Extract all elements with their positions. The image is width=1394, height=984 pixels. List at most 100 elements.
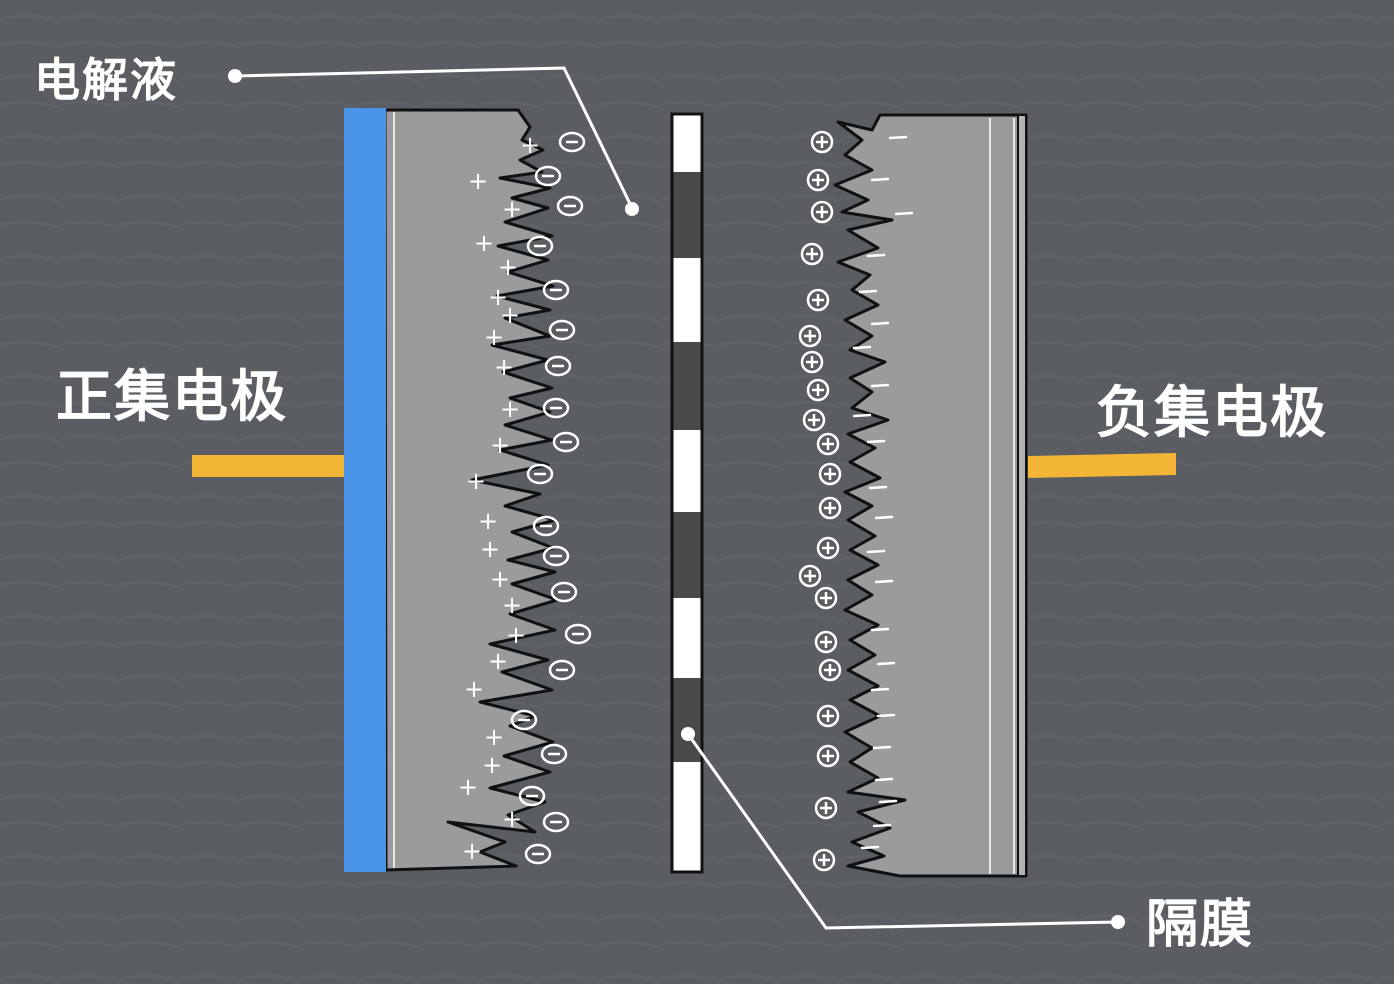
cation-mark: [798, 324, 822, 348]
minus-charge-mark: [866, 253, 886, 258]
plus-charge-mark: +: [500, 395, 520, 423]
separator-outline: [670, 112, 704, 874]
cation-mark: [816, 432, 840, 456]
anion-mark: [542, 397, 570, 419]
negative-electrode-edge-strip: [1017, 114, 1027, 877]
cation-mark: [810, 200, 834, 224]
minus-charge-mark: [888, 135, 908, 140]
separator-segment: [672, 172, 702, 258]
anion-mark: [532, 515, 560, 537]
minus-charge-mark: [852, 413, 872, 418]
minus-charge-mark: [866, 549, 886, 554]
separator-leader-dot-start: [681, 727, 695, 741]
anion-mark: [552, 431, 580, 453]
cation-mark: [802, 408, 826, 432]
separator-segment: [672, 512, 702, 598]
plus-charge-mark: +: [490, 565, 510, 593]
cation-mark: [806, 288, 830, 312]
anion-mark: [548, 319, 576, 341]
plus-charge-mark: +: [502, 591, 522, 619]
anion-mark: [548, 659, 576, 681]
cation-mark: [806, 378, 830, 402]
electrolyte-leader-dot-end: [625, 202, 639, 216]
positive-collector-label: 正集电极: [56, 365, 288, 430]
positive-collector-plate: [344, 108, 386, 872]
negative-collector-label: 负集电极: [1096, 381, 1328, 446]
anion-mark: [534, 165, 562, 187]
anion-mark: [510, 709, 538, 731]
anion-mark: [558, 131, 586, 153]
minus-charge-mark: [870, 321, 890, 326]
positive-electrode: [383, 108, 559, 872]
minus-charge-mark: [872, 745, 892, 750]
anion-mark: [526, 463, 554, 485]
plus-charge-mark: +: [502, 805, 522, 833]
plus-charge-mark: +: [520, 131, 540, 159]
minus-charge-mark: [868, 485, 888, 490]
plus-charge-mark: +: [500, 301, 520, 329]
cation-marks: [798, 130, 842, 872]
plus-charge-mark: +: [498, 253, 518, 281]
minus-charge-mark: [852, 345, 872, 350]
separator: [670, 112, 704, 874]
anion-mark: [518, 785, 546, 807]
anion-mark: [526, 235, 554, 257]
separator-segment: [672, 430, 702, 512]
cation-mark: [816, 704, 840, 728]
electrolyte-label: 电解液: [34, 53, 178, 107]
plus-charge-mark: +: [506, 621, 526, 649]
separator-segment: [672, 598, 702, 678]
cation-mark: [810, 130, 834, 154]
cation-mark: [812, 848, 836, 872]
minus-charge-mark: [860, 845, 880, 850]
plus-charge-mark: +: [464, 675, 484, 703]
cation-mark: [800, 242, 824, 266]
minus-charge-mark: [872, 823, 892, 828]
cation-mark: [818, 658, 842, 682]
minus-charge-mark: [870, 687, 890, 692]
plus-charge-mark: +: [474, 229, 494, 257]
plus-charge-mark: +: [488, 283, 508, 311]
minus-charge-mark: [870, 177, 890, 182]
plus-charge-mark: +: [490, 431, 510, 459]
cation-mark: [798, 564, 822, 588]
separator-segment: [672, 114, 702, 172]
positive-terminal: [192, 455, 350, 477]
minus-charge-mark: [858, 289, 878, 294]
cation-mark: [814, 630, 838, 654]
minus-charge-mark: [874, 515, 894, 520]
plus-charge-mark: +: [478, 507, 498, 535]
plus-charge-mark: +: [480, 535, 500, 563]
anion-mark: [550, 581, 578, 603]
plus-charge-mark: +: [488, 647, 508, 675]
minus-charge-mark: [870, 627, 890, 632]
anion-mark: [540, 743, 568, 765]
minus-charge-mark: [876, 661, 896, 666]
electrolyte-leader-line: [235, 66, 634, 209]
anion-mark: [564, 623, 592, 645]
negative-terminal: [1028, 453, 1176, 478]
anion-mark: [556, 195, 584, 217]
minus-charge-mark: [866, 439, 886, 444]
plus-charge-mark: +: [468, 167, 488, 195]
negative-electrode: [833, 113, 1028, 878]
plus-charge-mark: +: [458, 773, 478, 801]
cation-mark: [814, 586, 838, 610]
separator-leader-line: [686, 733, 1119, 930]
minus-charge-mark: [870, 383, 890, 388]
anion-mark: [544, 355, 572, 377]
cation-mark: [818, 462, 842, 486]
cation-mark: [814, 796, 838, 820]
anion-mark: [542, 279, 570, 301]
cation-mark: [816, 744, 840, 768]
anion-mark: [542, 811, 570, 833]
cation-mark: [816, 536, 840, 560]
minus-charge-mark: [878, 799, 898, 804]
plus-charge-mark: +: [466, 467, 486, 495]
minus-charge-mark: [876, 713, 896, 718]
separator-segment: [672, 258, 702, 342]
electrolyte-leader-dot-start: [228, 69, 242, 83]
cation-mark: [806, 168, 830, 192]
